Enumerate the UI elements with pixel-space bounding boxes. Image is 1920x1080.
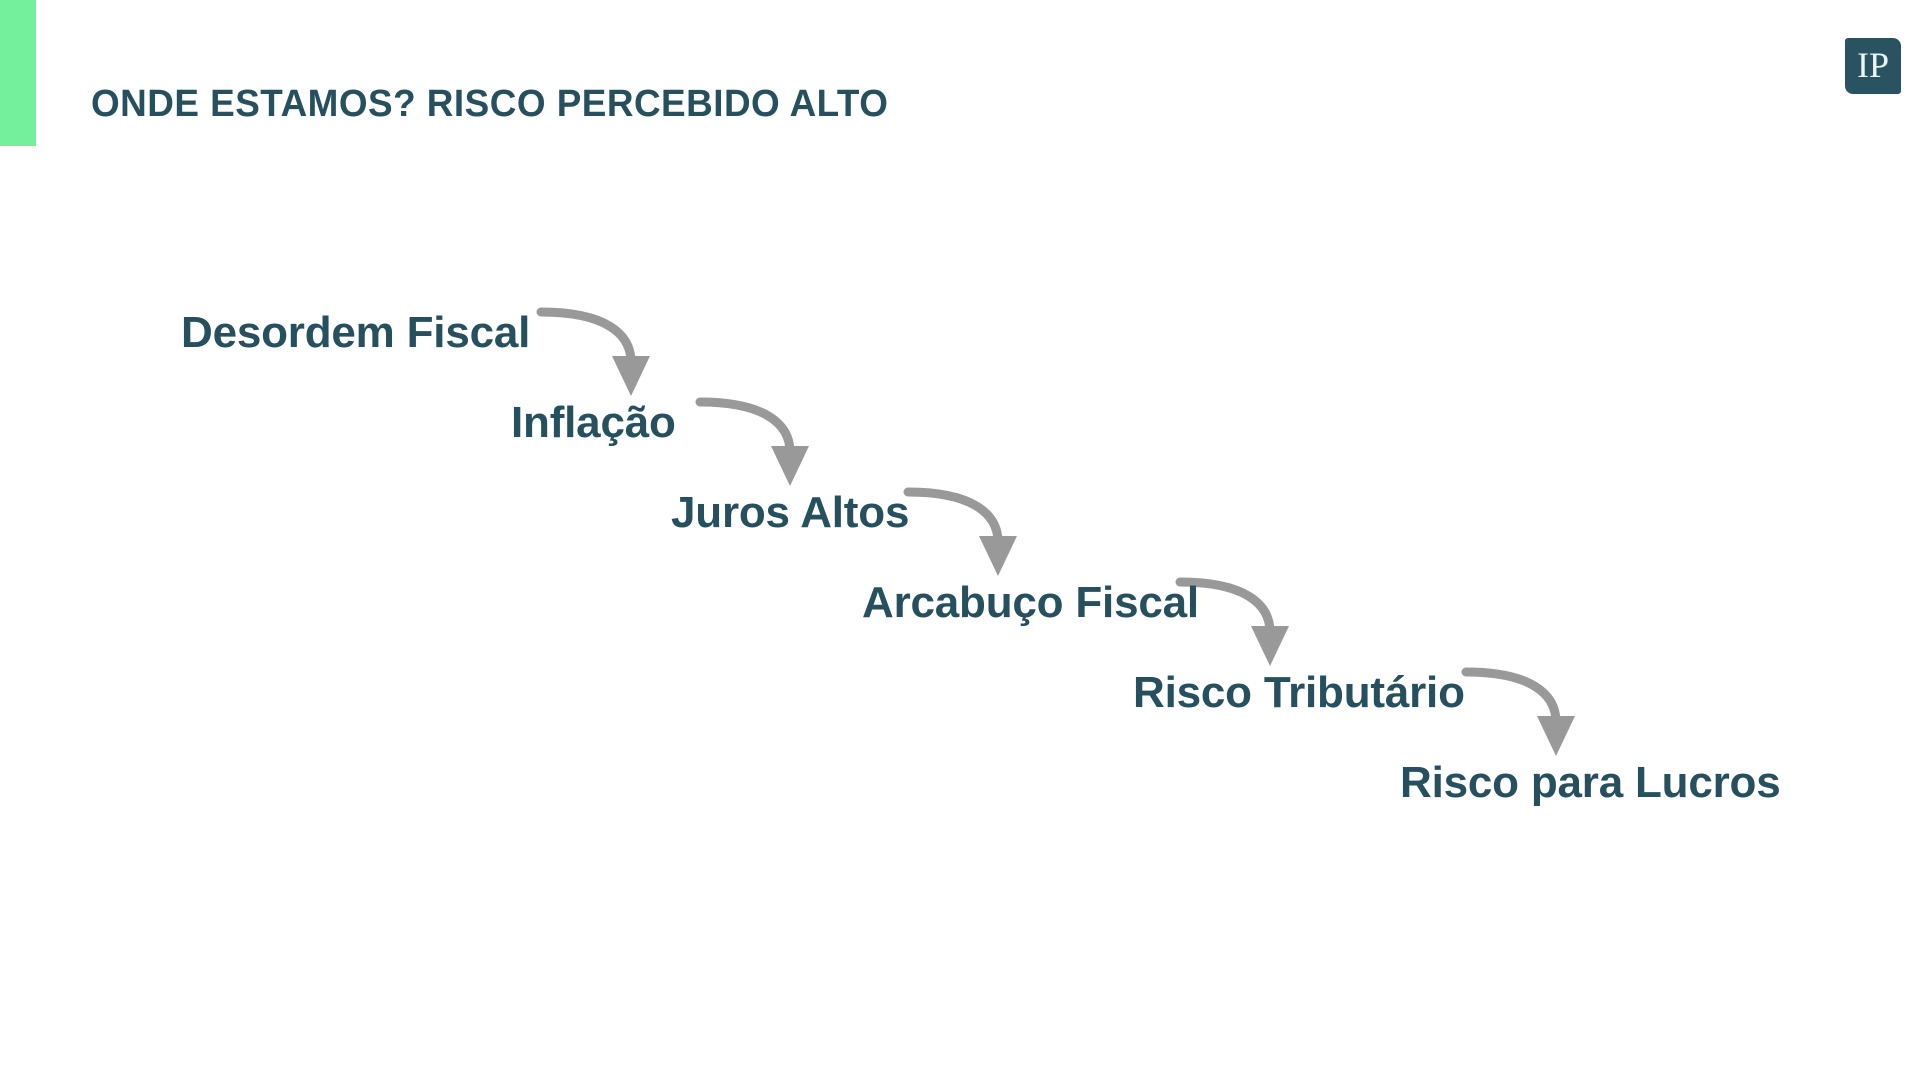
flow-step-label: Desordem Fiscal <box>181 308 531 357</box>
arrow-head-icon <box>612 356 650 396</box>
arrow-head-icon <box>979 536 1017 576</box>
flow-step-label: Inflação <box>511 398 676 447</box>
flow-connector-arrow <box>1461 667 1575 756</box>
flow-connector-arrow <box>536 307 650 396</box>
page-title: ONDE ESTAMOS? RISCO PERCEBIDO ALTO <box>91 83 889 125</box>
arrow-head-icon <box>771 446 809 486</box>
flow-step-label: Juros Altos <box>671 488 910 537</box>
flow-step-label: Risco Tributário <box>1133 668 1465 717</box>
arrow-stem <box>536 307 636 367</box>
arrow-stem <box>1461 667 1561 727</box>
arrow-head-icon <box>1537 716 1575 756</box>
logo-text: IP <box>1856 45 1889 85</box>
flow-step-label: Arcabuço Fiscal <box>862 578 1199 627</box>
flow-connector-arrow <box>903 487 1017 576</box>
brand-logo: IP <box>1845 38 1901 94</box>
arrow-stem <box>695 397 795 457</box>
arrow-stem <box>903 487 1003 547</box>
accent-bar <box>0 0 36 146</box>
arrow-head-icon <box>1251 626 1289 666</box>
flow-step-label: Risco para Lucros <box>1400 758 1781 807</box>
flow-connector-arrow <box>695 397 809 486</box>
